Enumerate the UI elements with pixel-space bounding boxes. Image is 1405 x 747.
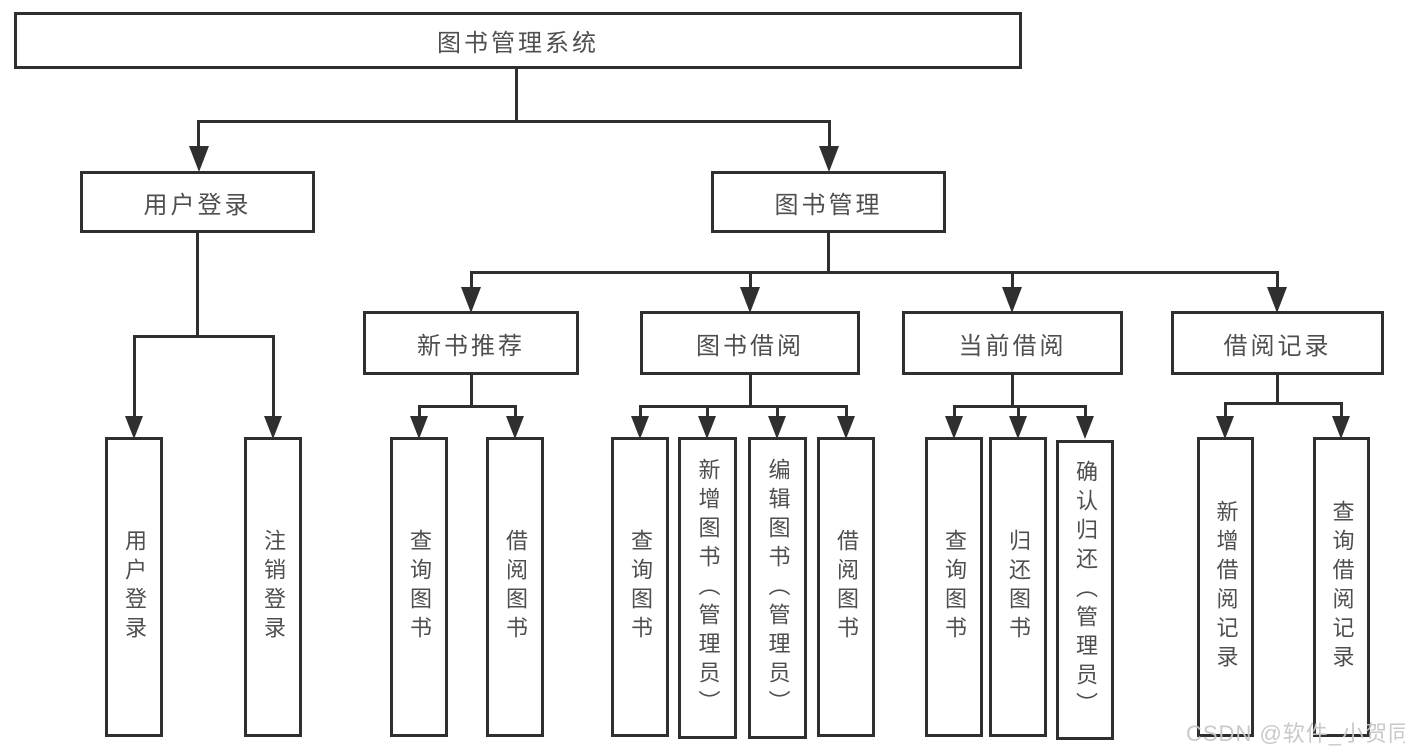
connector-line xyxy=(845,405,848,417)
node-borrow-books: 借阅图书 xyxy=(817,437,875,737)
node-borrow-books-recommend: 借阅图书 xyxy=(486,437,544,737)
arrow-down-icon xyxy=(631,416,649,439)
connector-line xyxy=(133,335,275,338)
connector-line xyxy=(514,405,517,417)
node-label: 新书推荐 xyxy=(417,332,525,360)
connector-line xyxy=(1340,402,1343,417)
node-label: 借阅记录 xyxy=(1223,332,1332,360)
arrow-down-icon xyxy=(945,416,963,439)
csdn-watermark: CSDN @软件_小贺同学 xyxy=(1186,721,1405,746)
node-label: 借阅图书 xyxy=(503,529,528,645)
arrow-down-icon xyxy=(1002,287,1022,313)
connector-line xyxy=(470,375,473,408)
connector-line xyxy=(197,120,831,123)
node-confirm-return-admin: 确认归还（管理员） xyxy=(1056,440,1114,740)
node-query-borrow-record: 查询借阅记录 xyxy=(1313,437,1370,737)
connector-line xyxy=(1276,375,1279,405)
arrow-down-icon xyxy=(768,416,786,439)
arrow-down-icon xyxy=(189,146,209,172)
node-label: 归还图书 xyxy=(1006,529,1031,645)
arrow-down-icon xyxy=(125,416,143,439)
arrow-down-icon xyxy=(1332,416,1350,439)
connector-line xyxy=(1084,405,1087,417)
node-user-login-leaf: 用户登录 xyxy=(105,437,163,737)
arrow-down-icon xyxy=(1267,287,1287,313)
connector-line xyxy=(1224,402,1343,405)
node-label: 当前借阅 xyxy=(958,332,1067,360)
node-label: 查询图书 xyxy=(628,529,653,645)
node-borrowing-records: 借阅记录 xyxy=(1171,311,1384,375)
node-book-management: 图书管理 xyxy=(711,171,946,233)
connector-line xyxy=(1011,271,1014,289)
node-label: 注销登录 xyxy=(261,529,286,645)
arrow-down-icon xyxy=(410,416,428,439)
node-label: 图书管理 xyxy=(774,191,883,219)
connector-line xyxy=(418,405,517,408)
arrow-down-icon xyxy=(1216,416,1234,439)
arrow-down-icon xyxy=(740,287,760,313)
connector-line xyxy=(515,69,518,122)
connector-line xyxy=(776,405,779,417)
connector-line xyxy=(749,271,752,289)
connector-line xyxy=(953,405,956,417)
node-query-books-borrowing: 查询图书 xyxy=(611,437,669,737)
node-label: 借阅图书 xyxy=(834,529,859,645)
connector-line xyxy=(418,405,421,417)
node-label: 查询图书 xyxy=(407,529,432,645)
node-label: 用户登录 xyxy=(122,529,147,645)
node-new-book-recommend: 新书推荐 xyxy=(363,311,579,375)
connector-line xyxy=(639,405,642,417)
node-label: 新增借阅记录 xyxy=(1213,500,1239,674)
arrow-down-icon xyxy=(819,146,839,172)
node-edit-book-admin: 编辑图书（管理员） xyxy=(748,437,807,739)
connector-line xyxy=(827,233,830,273)
node-query-books-recommend: 查询图书 xyxy=(390,437,448,737)
node-query-books-current: 查询图书 xyxy=(925,437,983,737)
connector-line xyxy=(470,271,473,289)
node-add-book-admin: 新增图书（管理员） xyxy=(678,437,737,739)
connector-line xyxy=(749,375,752,408)
connector-line xyxy=(196,233,199,338)
connector-line xyxy=(953,405,1087,408)
node-label: 查询图书 xyxy=(942,529,967,645)
arrow-down-icon xyxy=(1009,416,1027,439)
connector-line xyxy=(639,405,848,408)
connector-line xyxy=(1011,375,1014,408)
node-label: 确认归还（管理员） xyxy=(1073,459,1098,721)
node-library-system: 图书管理系统 xyxy=(14,12,1022,69)
arrow-down-icon xyxy=(837,416,855,439)
node-label: 查询借阅记录 xyxy=(1329,500,1355,674)
node-logout: 注销登录 xyxy=(244,437,302,737)
connector-line xyxy=(828,120,831,148)
node-label: 图书管理系统 xyxy=(437,30,599,57)
node-label: 新增图书（管理员） xyxy=(695,457,721,719)
node-label: 用户登录 xyxy=(143,191,252,219)
node-add-borrow-record: 新增借阅记录 xyxy=(1197,437,1254,737)
arrow-down-icon xyxy=(461,287,481,313)
arrow-down-icon xyxy=(264,416,282,439)
node-user-login: 用户登录 xyxy=(80,171,315,233)
arrow-down-icon xyxy=(698,416,716,439)
node-book-borrowing: 图书借阅 xyxy=(640,311,860,375)
node-label: 编辑图书（管理员） xyxy=(765,457,791,719)
connector-line xyxy=(272,335,275,417)
connector-line xyxy=(1276,271,1279,289)
connector-line xyxy=(1017,405,1020,417)
connector-line xyxy=(470,271,1279,274)
node-label: 图书借阅 xyxy=(696,332,804,360)
arrow-down-icon xyxy=(1076,416,1094,439)
connector-line xyxy=(706,405,709,417)
node-current-borrowing: 当前借阅 xyxy=(902,311,1123,375)
connector-line xyxy=(133,335,136,417)
connector-line xyxy=(1224,402,1227,417)
arrow-down-icon xyxy=(506,416,524,439)
node-return-book: 归还图书 xyxy=(989,437,1047,737)
connector-line xyxy=(197,120,200,148)
